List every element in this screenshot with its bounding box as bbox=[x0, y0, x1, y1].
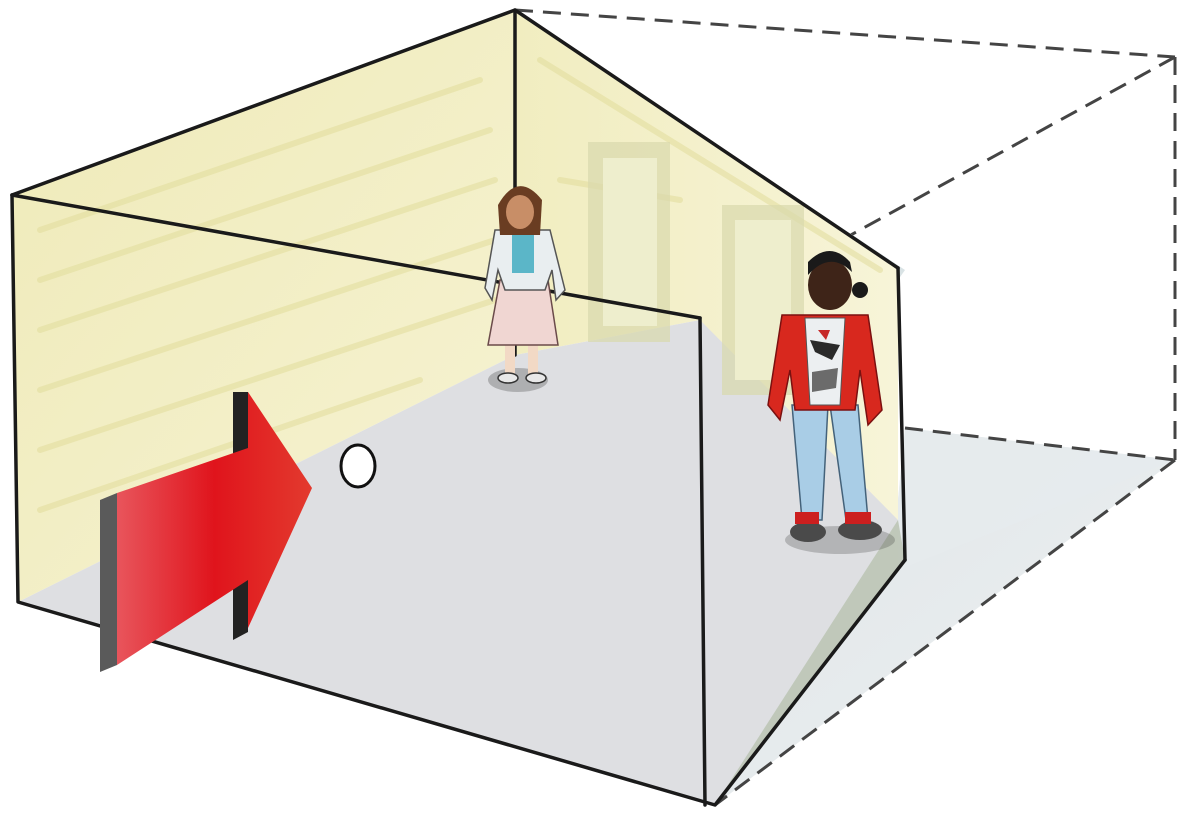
apparent-side-plane bbox=[898, 428, 1175, 570]
person bbox=[767, 251, 895, 554]
floor-shadow bbox=[715, 520, 905, 805]
dashed-edge bbox=[714, 458, 1176, 807]
floor bbox=[18, 320, 898, 805]
room-outline bbox=[10, 8, 907, 807]
peephole bbox=[339, 443, 377, 489]
arrow-side bbox=[100, 493, 117, 672]
dashed-edge bbox=[904, 426, 1176, 462]
left-wall bbox=[12, 10, 515, 602]
window-frame bbox=[722, 205, 804, 395]
apparent-room-outline bbox=[514, 8, 1177, 807]
arrow-face bbox=[117, 392, 312, 665]
person bbox=[484, 186, 566, 392]
arrow bbox=[100, 392, 312, 672]
wall-texture bbox=[37, 57, 883, 513]
dashed-edge bbox=[704, 55, 1176, 317]
apparent-floor-plane bbox=[715, 428, 1175, 805]
